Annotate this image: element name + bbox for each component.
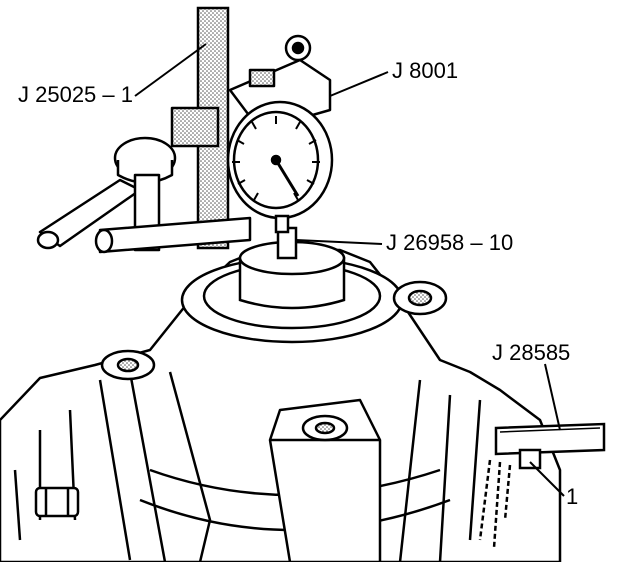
label-j26958-10: J 26958 – 10 (386, 230, 514, 255)
label-item-1: 1 (566, 484, 579, 509)
label-j8001: J 8001 (392, 58, 459, 83)
gauge-adapter-tool (238, 226, 346, 310)
handle-tool (478, 422, 606, 549)
label-j28585: J 28585 (492, 340, 571, 365)
dial-indicator (226, 100, 334, 234)
label-j25025-1: J 25025 – 1 (18, 82, 133, 107)
leader-lines (134, 43, 565, 497)
bolt-bosses (34, 280, 448, 518)
clamp-assembly (36, 106, 252, 254)
